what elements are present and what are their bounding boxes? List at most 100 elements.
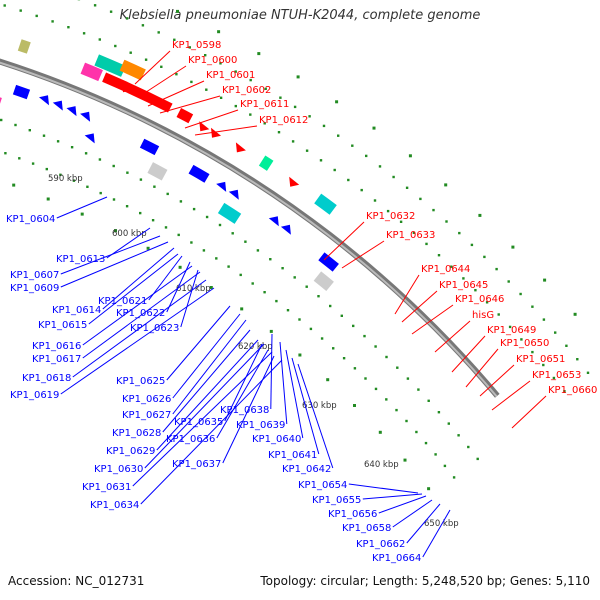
forward-gene-label: hisG (472, 310, 494, 321)
forward-gene-label: KP1_0653 (532, 370, 581, 381)
tick-mark (458, 231, 461, 235)
forward-gene-arrow (211, 127, 221, 138)
gene-block (139, 138, 160, 156)
tick-mark-major (178, 265, 182, 269)
reverse-gene-label: KP1_0617 (32, 354, 81, 365)
tick-mark (125, 205, 129, 208)
tick-mark (405, 419, 408, 423)
reverse-label-leader (172, 313, 241, 399)
reverse-gene-label: KP1_0615 (38, 320, 87, 331)
tick-mark (385, 355, 388, 359)
tick-mark (298, 318, 301, 321)
tick-mark (249, 113, 252, 116)
tick-mark (320, 337, 324, 340)
gene-block (314, 193, 337, 215)
forward-gene-label: KP1_0602 (222, 85, 271, 96)
tick-mark (485, 301, 489, 304)
reverse-gene-label: KP1_0604 (6, 214, 55, 225)
kbp-scale-label: 630 kbp (302, 401, 337, 411)
reverse-gene-label: KP1_0658 (342, 523, 391, 534)
tick-mark (277, 131, 281, 134)
tick-mark (42, 134, 46, 137)
reverse-label-leader (144, 343, 265, 469)
tick-mark (51, 20, 54, 23)
tick-mark-major (217, 30, 221, 34)
tick-mark (72, 179, 76, 182)
tick-mark (190, 80, 193, 84)
reverse-gene-label: KP1_0616 (32, 341, 81, 352)
reverse-label-leader (222, 355, 275, 464)
reverse-label-leader (72, 279, 207, 378)
reverse-gene-label: KP1_0642 (282, 464, 331, 475)
tick-mark (231, 232, 234, 235)
tick-mark (417, 388, 420, 391)
tick-mark (4, 152, 7, 155)
reverse-gene-label: KP1_0614 (52, 305, 101, 316)
reverse-label-leader (362, 493, 423, 500)
reverse-gene-label: KP1_0654 (298, 480, 347, 491)
reverse-gene-label: KP1_0619 (10, 390, 59, 401)
tick-mark (192, 207, 196, 211)
tick-mark-major (353, 404, 356, 407)
reverse-gene-label: KP1_0640 (252, 434, 301, 445)
tick-mark (437, 411, 441, 414)
reverse-gene-arrow (66, 106, 77, 117)
tick-mark (151, 219, 155, 222)
tick-mark (452, 476, 456, 479)
tick-mark (347, 178, 350, 182)
genome-backbone (0, 58, 500, 398)
tick-mark (219, 62, 222, 65)
tick-mark (495, 267, 498, 271)
tick-mark (309, 327, 313, 331)
tick-mark (153, 185, 156, 188)
tick-mark (263, 291, 266, 294)
forward-gene-arrow (199, 121, 210, 132)
tick-mark (333, 168, 336, 172)
tick-mark (462, 277, 465, 280)
tick-mark (0, 118, 3, 122)
reverse-gene-label: KP1_0631 (82, 482, 131, 493)
gene-block (147, 162, 168, 181)
tick-mark (427, 399, 430, 402)
tick-mark (508, 325, 512, 329)
reverse-gene-label: KP1_0627 (122, 410, 171, 421)
reverse-gene-label: KP1_0639 (236, 420, 285, 431)
tick-mark (374, 345, 377, 348)
gene-block (17, 39, 31, 54)
tick-mark (406, 377, 410, 380)
tick-mark (457, 434, 460, 437)
reverse-label-leader (180, 269, 199, 328)
forward-gene-label: KP1_0612 (259, 115, 308, 126)
tick-mark (31, 162, 35, 165)
tick-mark (139, 211, 142, 215)
reverse-label-leader (285, 349, 304, 439)
reverse-label-leader (156, 339, 259, 451)
reverse-label-leader (224, 343, 263, 422)
tick-mark (45, 167, 48, 171)
tick-mark-major (176, 9, 179, 13)
tick-mark-major (511, 245, 515, 249)
reverse-gene-arrow (228, 189, 239, 200)
tick-mark (565, 344, 568, 347)
tick-mark (177, 233, 180, 237)
tick-mark (476, 457, 479, 461)
tick-mark (112, 164, 115, 168)
reverse-label-leader (60, 287, 215, 395)
tick-mark (84, 152, 88, 155)
tick-mark (99, 191, 102, 195)
tick-mark (293, 276, 296, 279)
tick-mark (215, 257, 218, 260)
tick-mark (109, 10, 113, 13)
tick-mark-major (444, 183, 448, 187)
tick-mark (275, 299, 278, 303)
gene-block (102, 72, 173, 113)
reverse-label-leader (406, 503, 441, 544)
forward-gene-arrow (235, 142, 246, 153)
tick-mark (329, 304, 332, 308)
tick-mark (205, 88, 208, 91)
tick-mark (450, 265, 453, 268)
tick-mark (125, 17, 129, 20)
tick-mark (424, 441, 428, 445)
forward-label-leader (491, 380, 531, 411)
gene-block (318, 252, 339, 272)
